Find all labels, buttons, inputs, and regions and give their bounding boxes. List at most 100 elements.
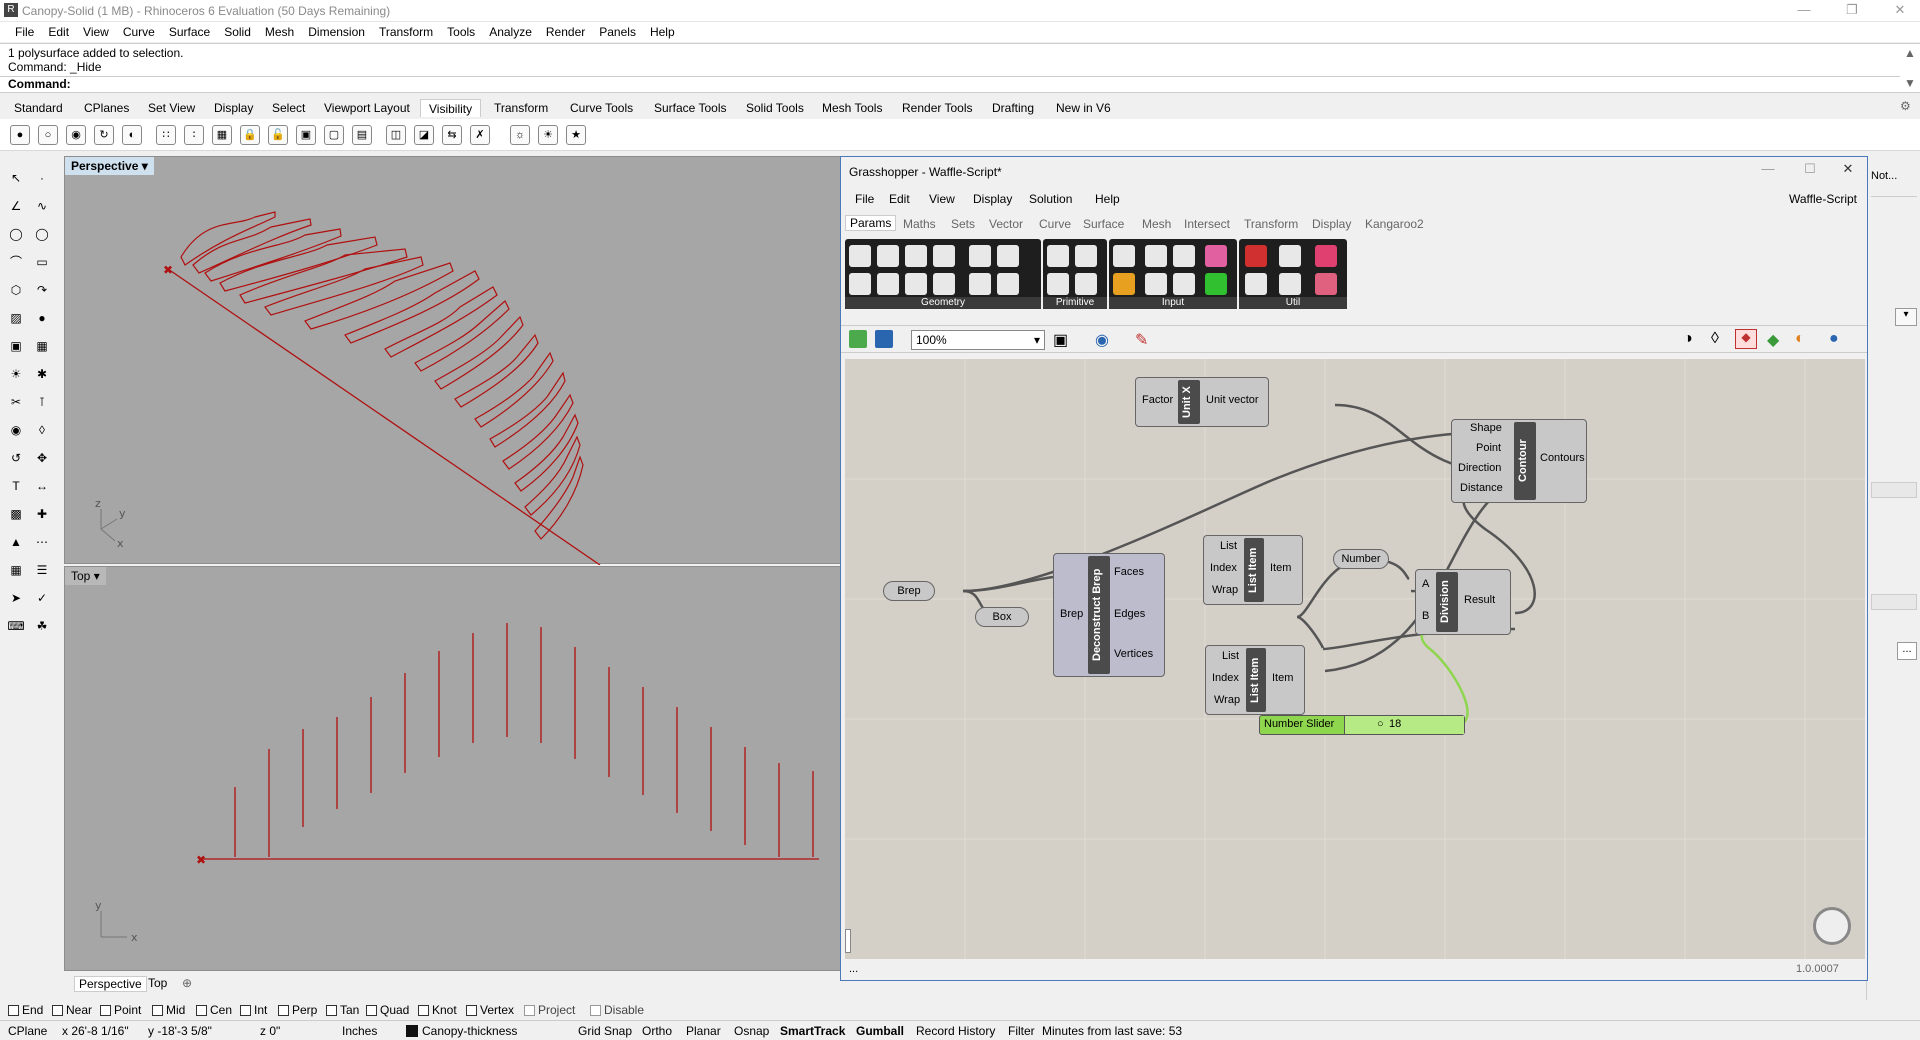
gh-list-item-component[interactable]: List Index Wrap List Item Item [1205,645,1305,715]
osnap-quad[interactable]: Quad [366,1003,409,1017]
tab-drafting[interactable]: Drafting [992,101,1035,115]
port-contours[interactable]: Contours [1540,452,1585,464]
panel-field[interactable] [1871,594,1917,610]
box-icon[interactable]: ▣ [10,339,22,353]
scroll-up-icon[interactable]: ▲ [1904,46,1916,60]
status-cplane[interactable]: CPlane [8,1024,48,1038]
polygon-icon[interactable]: ⬡ [10,283,22,297]
gh-canvas[interactable]: Factor Unit X Unit vector Shape Point Di… [845,359,1865,959]
gear-icon[interactable]: ⚙ [1900,99,1911,113]
gh-tab-transform[interactable]: Transform [1244,217,1299,231]
matrix-input-icon[interactable] [1205,273,1227,295]
preview-shaded-icon[interactable]: ◊ [1711,330,1719,347]
port-factor[interactable]: Factor [1142,394,1174,406]
port-direction[interactable]: Direction [1458,462,1502,474]
tab-standard[interactable]: Standard [14,101,63,115]
gh-unit-x-component[interactable]: Factor Unit X Unit vector [1135,377,1269,427]
menu-transform[interactable]: Transform [378,25,434,39]
point-param-icon[interactable] [905,273,927,295]
tab-cplanes[interactable]: CPlanes [84,101,130,115]
menu-mesh[interactable]: Mesh [264,25,295,39]
grid-icon[interactable]: ▦ [10,563,22,577]
menu-panels[interactable]: Panels [599,25,636,39]
port-item[interactable]: Item [1272,672,1294,684]
geometry-param-icon[interactable] [849,245,871,267]
menu-curve[interactable]: Curve [122,25,155,39]
minimize-button[interactable]: — [1797,2,1811,17]
osnap-vertex[interactable]: Vertex [466,1003,514,1017]
gh-minimize-button[interactable]: — [1761,161,1775,176]
group-icon[interactable]: ◊ [39,423,45,437]
add-viewport-icon[interactable]: ⊕ [182,976,193,990]
menu-view[interactable]: View [83,25,109,39]
cherry-icon[interactable] [1245,245,1267,267]
menu-help[interactable]: Help [649,25,675,39]
show-objects-icon[interactable]: ○ [38,125,58,145]
slider-grip-icon[interactable]: ○ [1377,718,1384,730]
port-item[interactable]: Item [1270,562,1292,574]
box-param-icon[interactable] [997,273,1019,295]
osnap-int[interactable]: Int [240,1003,267,1017]
show-in-detail-icon[interactable]: ◪ [414,125,434,145]
port-shape[interactable]: Shape [1470,422,1502,434]
chevron-down-icon[interactable]: ▾ [1895,308,1917,326]
osnap-cen[interactable]: Cen [196,1003,232,1017]
port-brep[interactable]: Brep [1060,608,1084,620]
menu-render[interactable]: Render [545,25,586,39]
menu-surface[interactable]: Surface [168,25,211,39]
port-point[interactable]: Point [1476,442,1502,454]
toggle-input-icon[interactable] [1145,245,1167,267]
gh-maximize-button[interactable]: ☐ [1804,161,1816,176]
command-prompt[interactable]: Command: [0,76,1900,91]
gradient-input-icon[interactable] [1205,245,1227,267]
invert-visibility-icon[interactable]: ⇆ [442,125,462,145]
array-icon[interactable]: ▩ [10,507,22,521]
hide-controls-icon[interactable]: ▦ [212,125,232,145]
port-result[interactable]: Result [1464,594,1496,606]
circle-icon[interactable]: ◯ [9,227,23,241]
analyze-icon[interactable]: ✚ [36,507,48,521]
gh-menu-solution[interactable]: Solution [1029,192,1073,206]
status-grid-snap[interactable]: Grid Snap [578,1024,633,1038]
check-icon[interactable]: ✓ [36,591,48,605]
restore-button[interactable]: ❐ [1846,2,1858,17]
gh-menu-display[interactable]: Display [973,192,1013,206]
port-edges[interactable]: Edges [1114,608,1146,620]
curve-icon[interactable]: ∿ [36,199,48,213]
viewport-label-top[interactable]: Top ▾ [65,567,106,585]
hollow-arrow-icon[interactable] [1279,273,1301,295]
material-icon[interactable]: ◐ [1795,330,1805,347]
gh-tab-vector[interactable]: Vector [989,217,1024,231]
gh-tab-kangaroo2[interactable]: Kangaroo2 [1365,217,1424,231]
osnap-knot[interactable]: Knot [418,1003,457,1017]
port-faces[interactable]: Faces [1114,566,1144,578]
status-filter[interactable]: Filter [1008,1024,1035,1038]
dots-icon[interactable]: ⋯ [36,535,48,549]
osnap-end[interactable]: End [8,1003,43,1017]
explode-icon[interactable]: ✱ [36,367,48,381]
tab-surface-tools[interactable]: Surface Tools [654,101,727,115]
port-wrap[interactable]: Wrap [1212,584,1239,596]
status-ortho[interactable]: Ortho [642,1024,673,1038]
dimension-icon[interactable]: ↔ [36,479,48,493]
plane-param-icon[interactable] [877,273,899,295]
port-a[interactable]: A [1422,578,1430,590]
viewport-label-perspective[interactable]: Perspective ▾ [65,157,154,175]
polyline-icon[interactable]: ∠ [10,199,22,213]
surface-param-icon[interactable] [969,245,991,267]
menu-solid[interactable]: Solid [224,25,251,39]
surface-icon[interactable]: ▨ [10,311,22,325]
menu-tools[interactable]: Tools [447,25,476,39]
gh-tab-sets[interactable]: Sets [951,217,976,231]
globe-icon[interactable]: ● [1829,330,1839,347]
gh-menu-file[interactable]: File [855,192,875,206]
tab-new-in-v6[interactable]: New in V6 [1056,101,1111,115]
select-arrow-icon[interactable]: ↖ [10,171,22,185]
text-param-icon[interactable] [1075,273,1097,295]
lock-selected-icon[interactable]: ▣ [296,125,316,145]
arrow-right-icon[interactable] [1279,245,1301,267]
menu-analyze[interactable]: Analyze [489,25,532,39]
chevron-down-icon[interactable]: ▾ [141,159,148,173]
brep-param-icon[interactable] [969,273,991,295]
bake-icon[interactable]: ◆ [1767,332,1780,349]
